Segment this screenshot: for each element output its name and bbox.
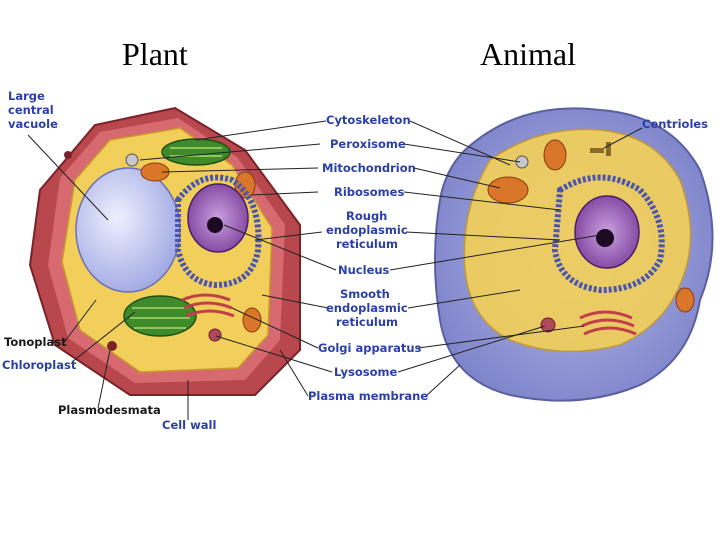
plant-golgi	[181, 293, 235, 318]
label-chloroplast: Chloroplast	[2, 358, 77, 372]
label-cell-wall: Cell wall	[162, 418, 216, 432]
animal-rough-er	[551, 174, 665, 294]
animal-golgi	[579, 310, 637, 336]
leader-lines	[27, 120, 643, 420]
label-tonoplast: Tonoplast	[4, 335, 67, 349]
label-rough-er-3: reticulum	[336, 237, 398, 251]
label-peroxisome: Peroxisome	[330, 137, 406, 151]
animal-mitochondrion-2	[543, 139, 567, 171]
plant-title: Plant	[122, 36, 188, 72]
label-golgi: Golgi apparatus	[318, 341, 422, 355]
label-centrioles: Centrioles	[642, 117, 708, 131]
label-smooth-er-1: Smooth	[340, 287, 390, 301]
label-ribosomes: Ribosomes	[334, 185, 404, 199]
label-lysosome: Lysosome	[334, 365, 398, 379]
label-nucleus: Nucleus	[338, 263, 390, 277]
animal-nucleolus	[596, 229, 614, 247]
plant-chloroplast-top	[161, 138, 231, 166]
label-large-central-vacuole-1: Large	[8, 89, 45, 103]
label-smooth-er-2: endoplasmic	[326, 301, 408, 315]
plant-labels: Large central vacuole Tonoplast Chloropl…	[2, 89, 216, 432]
plant-rough-er	[175, 174, 262, 289]
plant-vacuole	[75, 167, 181, 293]
plant-chloroplast-bottom	[123, 295, 197, 337]
label-mitochondrion: Mitochondrion	[322, 161, 416, 175]
animal-cell	[434, 107, 714, 402]
label-large-central-vacuole-3: vacuole	[8, 117, 58, 131]
shared-labels: Cytoskeleton Peroxisome Mitochondrion Ri…	[308, 113, 428, 403]
animal-peroxisome	[515, 155, 529, 169]
label-rough-er-2: endoplasmic	[326, 223, 408, 237]
label-cytoskeleton: Cytoskeleton	[326, 113, 411, 127]
plant-peroxisome	[125, 153, 139, 167]
animal-centrioles	[590, 142, 611, 156]
label-plasmodesmata: Plasmodesmata	[58, 403, 161, 417]
animal-labels: Centrioles	[642, 117, 708, 131]
animal-title: Animal	[480, 36, 576, 72]
animal-mitochondrion	[487, 176, 529, 204]
animal-lysosome	[540, 317, 556, 333]
animal-mitochondrion-3	[675, 287, 695, 313]
label-large-central-vacuole-2: central	[8, 103, 54, 117]
plant-lysosome	[208, 328, 222, 342]
plant-mitochondrion-3	[242, 307, 262, 333]
label-plasma-membrane: Plasma membrane	[308, 389, 428, 403]
plant-plasmodesma	[107, 341, 117, 351]
plant-cell	[28, 106, 301, 396]
label-rough-er-1: Rough	[346, 209, 387, 223]
label-smooth-er-3: reticulum	[336, 315, 398, 329]
plant-nucleolus	[207, 217, 223, 233]
